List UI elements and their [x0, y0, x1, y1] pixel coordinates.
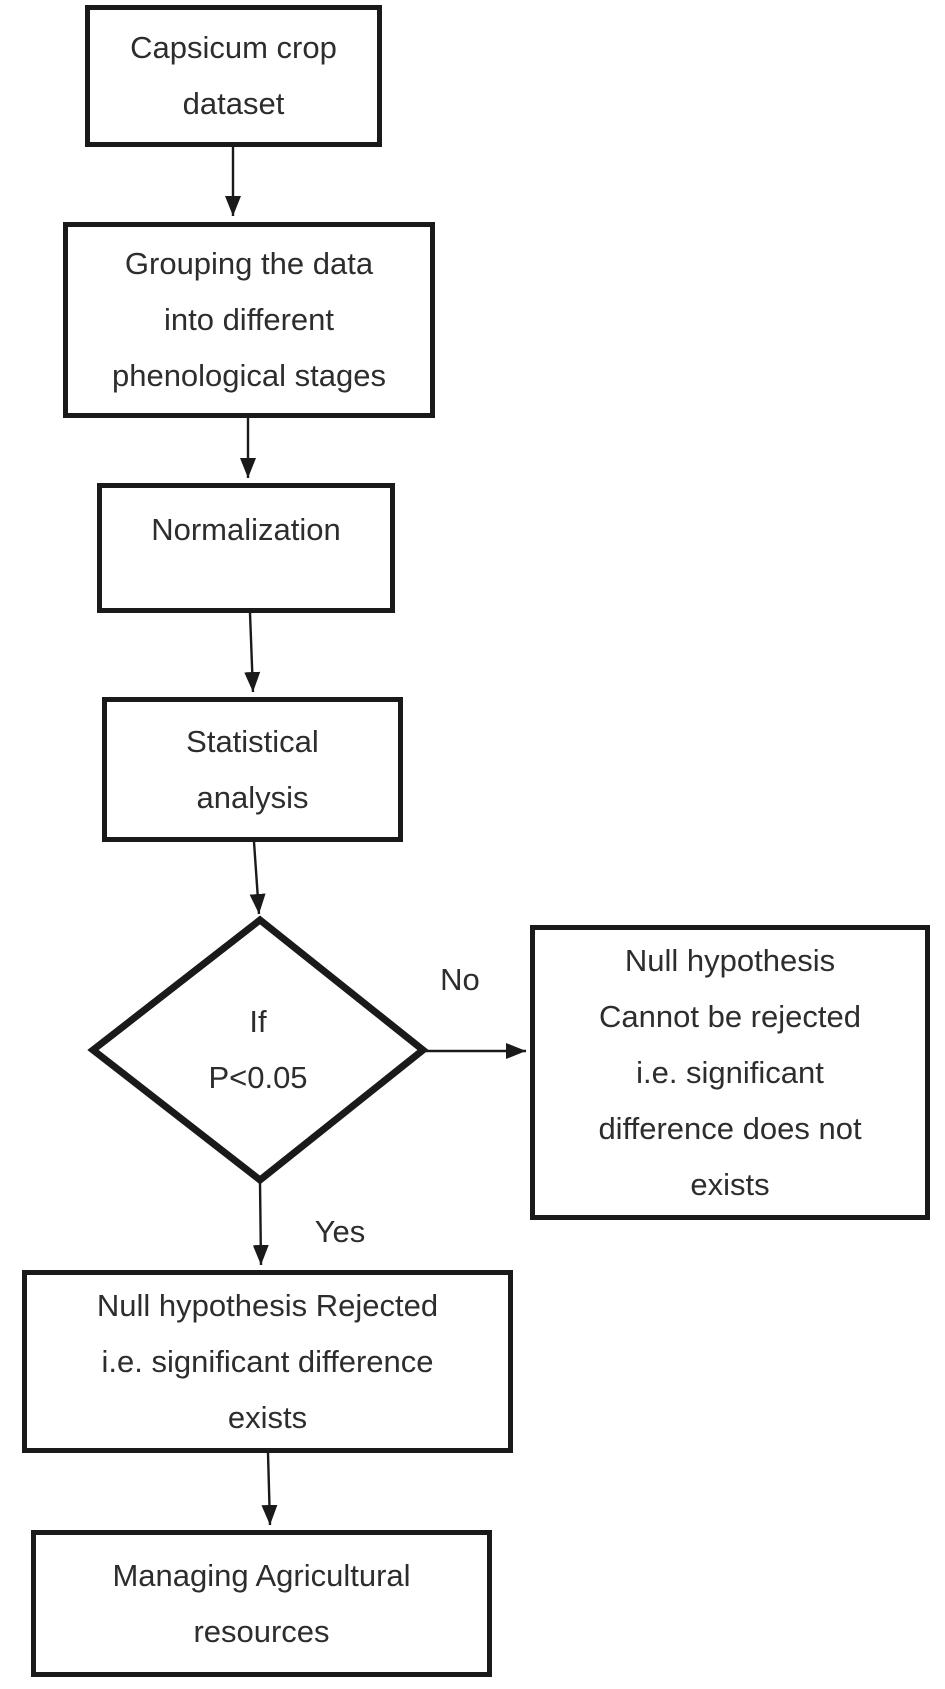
node-managing-agricultural-resources: Managing Agricultural resources	[31, 1530, 492, 1677]
decision-diamond	[87, 915, 429, 1185]
edge-label-yes: Yes	[314, 1214, 366, 1249]
node-null-hypothesis-rejected: Null hypothesis Rejected i.e. significan…	[22, 1270, 513, 1453]
arrow-null-rejected-to-managing	[261, 1452, 278, 1526]
node-null-hypothesis-rejected-label: Null hypothesis Rejected i.e. significan…	[96, 1287, 439, 1435]
node-normalization: Normalization	[97, 483, 395, 613]
node-statistical-analysis: Statistical analysis	[102, 697, 403, 842]
node-null-hypothesis-not-rejected-label: Null hypothesis Cannot be rejected i.e. …	[598, 942, 862, 1202]
node-managing-agricultural-resources-label: Managing Agricultural resources	[112, 1557, 411, 1649]
node-capsicum-dataset-label: Capsicum crop dataset	[130, 30, 337, 121]
node-capsicum-dataset: Capsicum crop dataset	[85, 5, 382, 147]
node-null-hypothesis-not-rejected: Null hypothesis Cannot be rejected i.e. …	[530, 925, 930, 1220]
node-decision-p-value-label: If P<0.05	[208, 1004, 308, 1095]
node-grouping-phenological-stages-label: Grouping the data into different phenolo…	[111, 246, 387, 393]
node-normalization-label: Normalization	[151, 512, 341, 547]
arrow-statistical-to-decision	[249, 841, 266, 915]
arrow-normalization-to-statistical	[244, 612, 261, 693]
node-decision-p-value: If P<0.05	[93, 920, 423, 1180]
node-statistical-analysis-label: Statistical analysis	[186, 723, 319, 815]
edge-label-no: No	[440, 962, 480, 997]
node-grouping-phenological-stages: Grouping the data into different phenolo…	[63, 222, 435, 418]
arrow-decision-to-null-rejected	[252, 1181, 269, 1266]
